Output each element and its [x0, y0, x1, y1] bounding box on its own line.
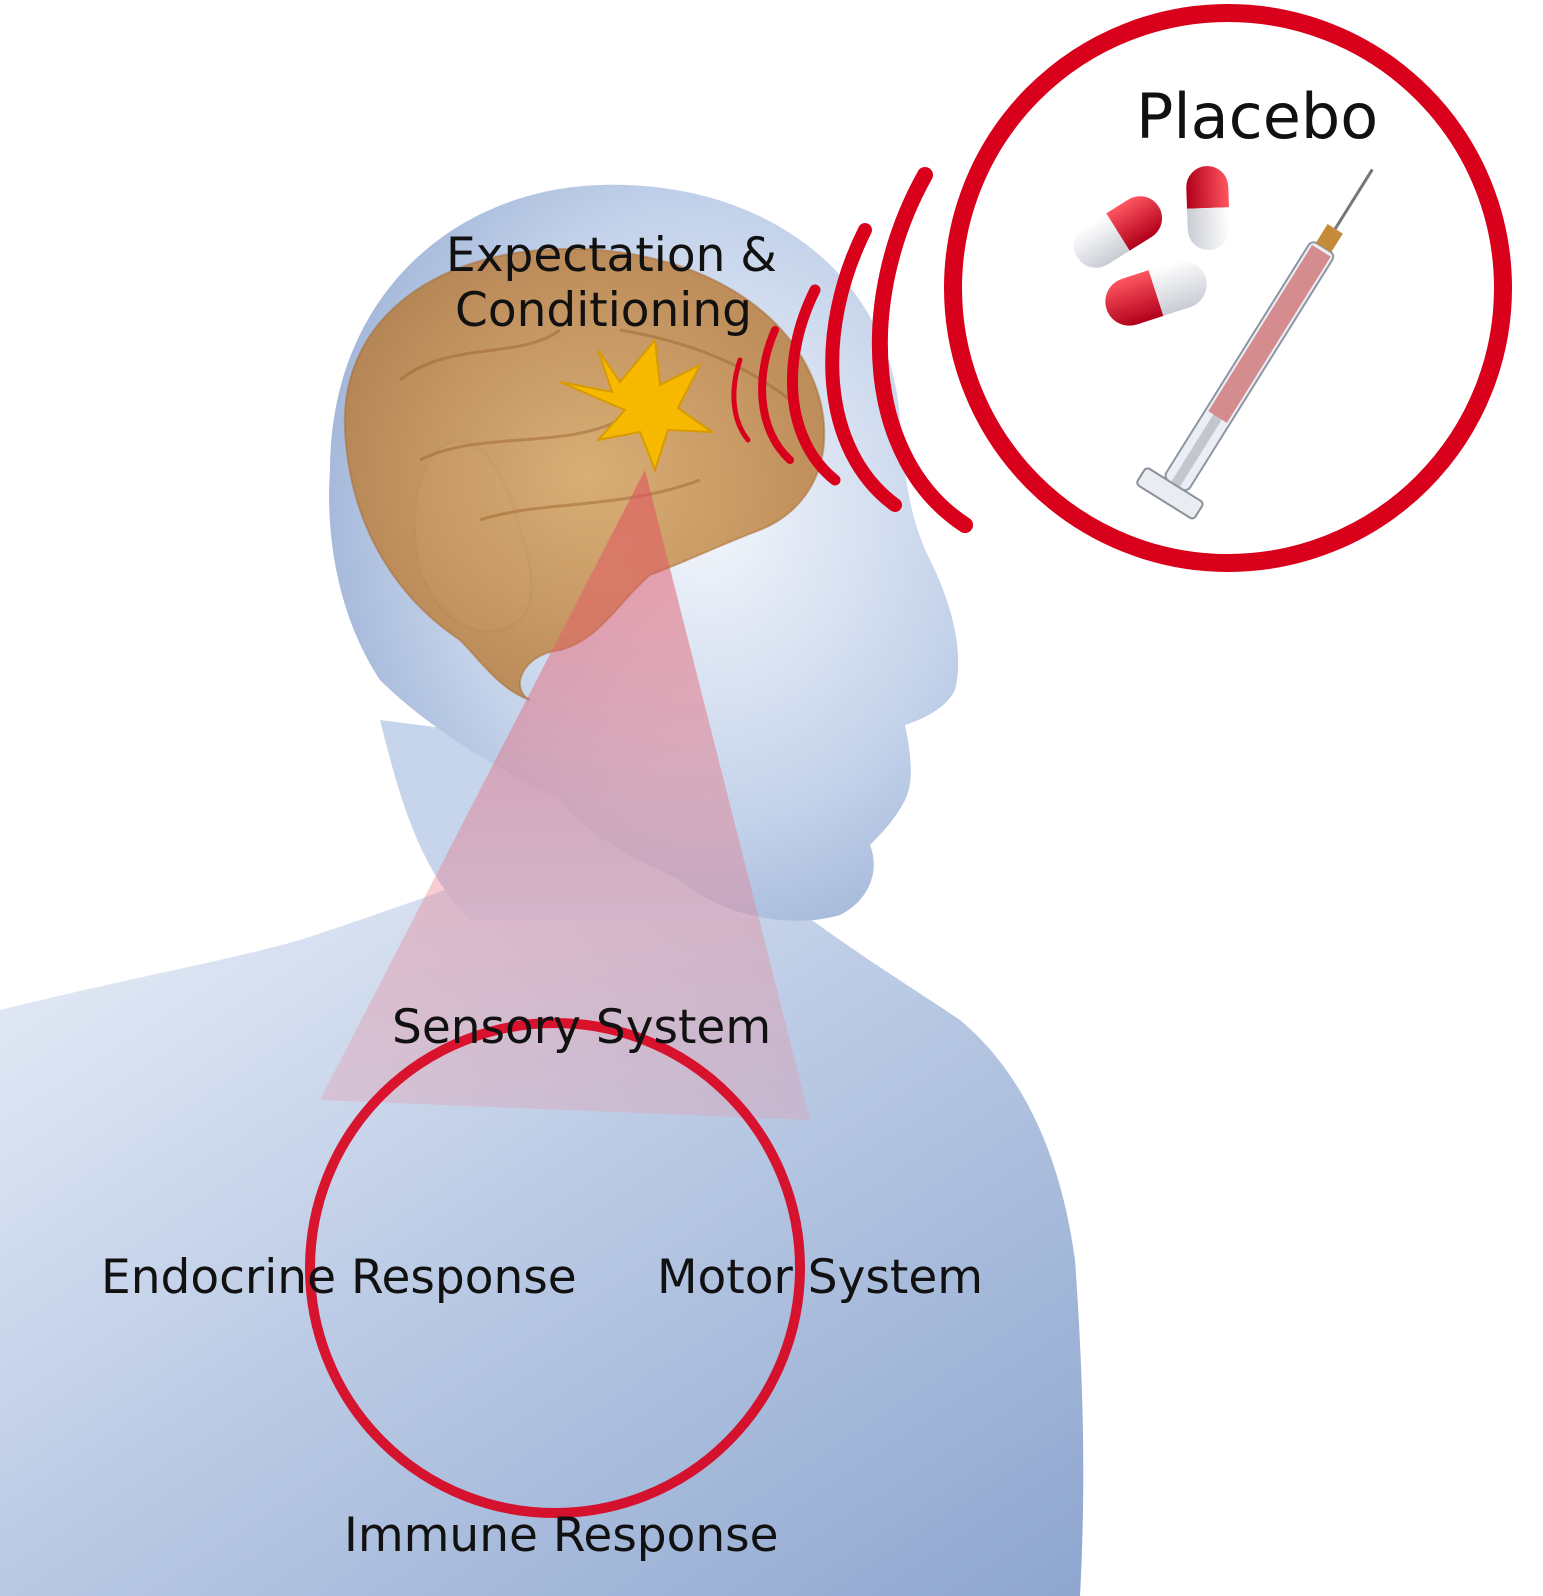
- sensory-system-label: Sensory System: [392, 1000, 771, 1055]
- placebo-label: Placebo: [1136, 80, 1378, 153]
- expectation-line-1: Expectation &: [446, 228, 761, 283]
- expectation-label: Expectation & Conditioning: [446, 228, 761, 339]
- endocrine-response-label: Endocrine Response: [101, 1250, 577, 1305]
- expectation-line-2: Conditioning: [446, 283, 761, 338]
- immune-response-label: Immune Response: [344, 1508, 779, 1563]
- motor-system-label: Motor System: [657, 1250, 983, 1305]
